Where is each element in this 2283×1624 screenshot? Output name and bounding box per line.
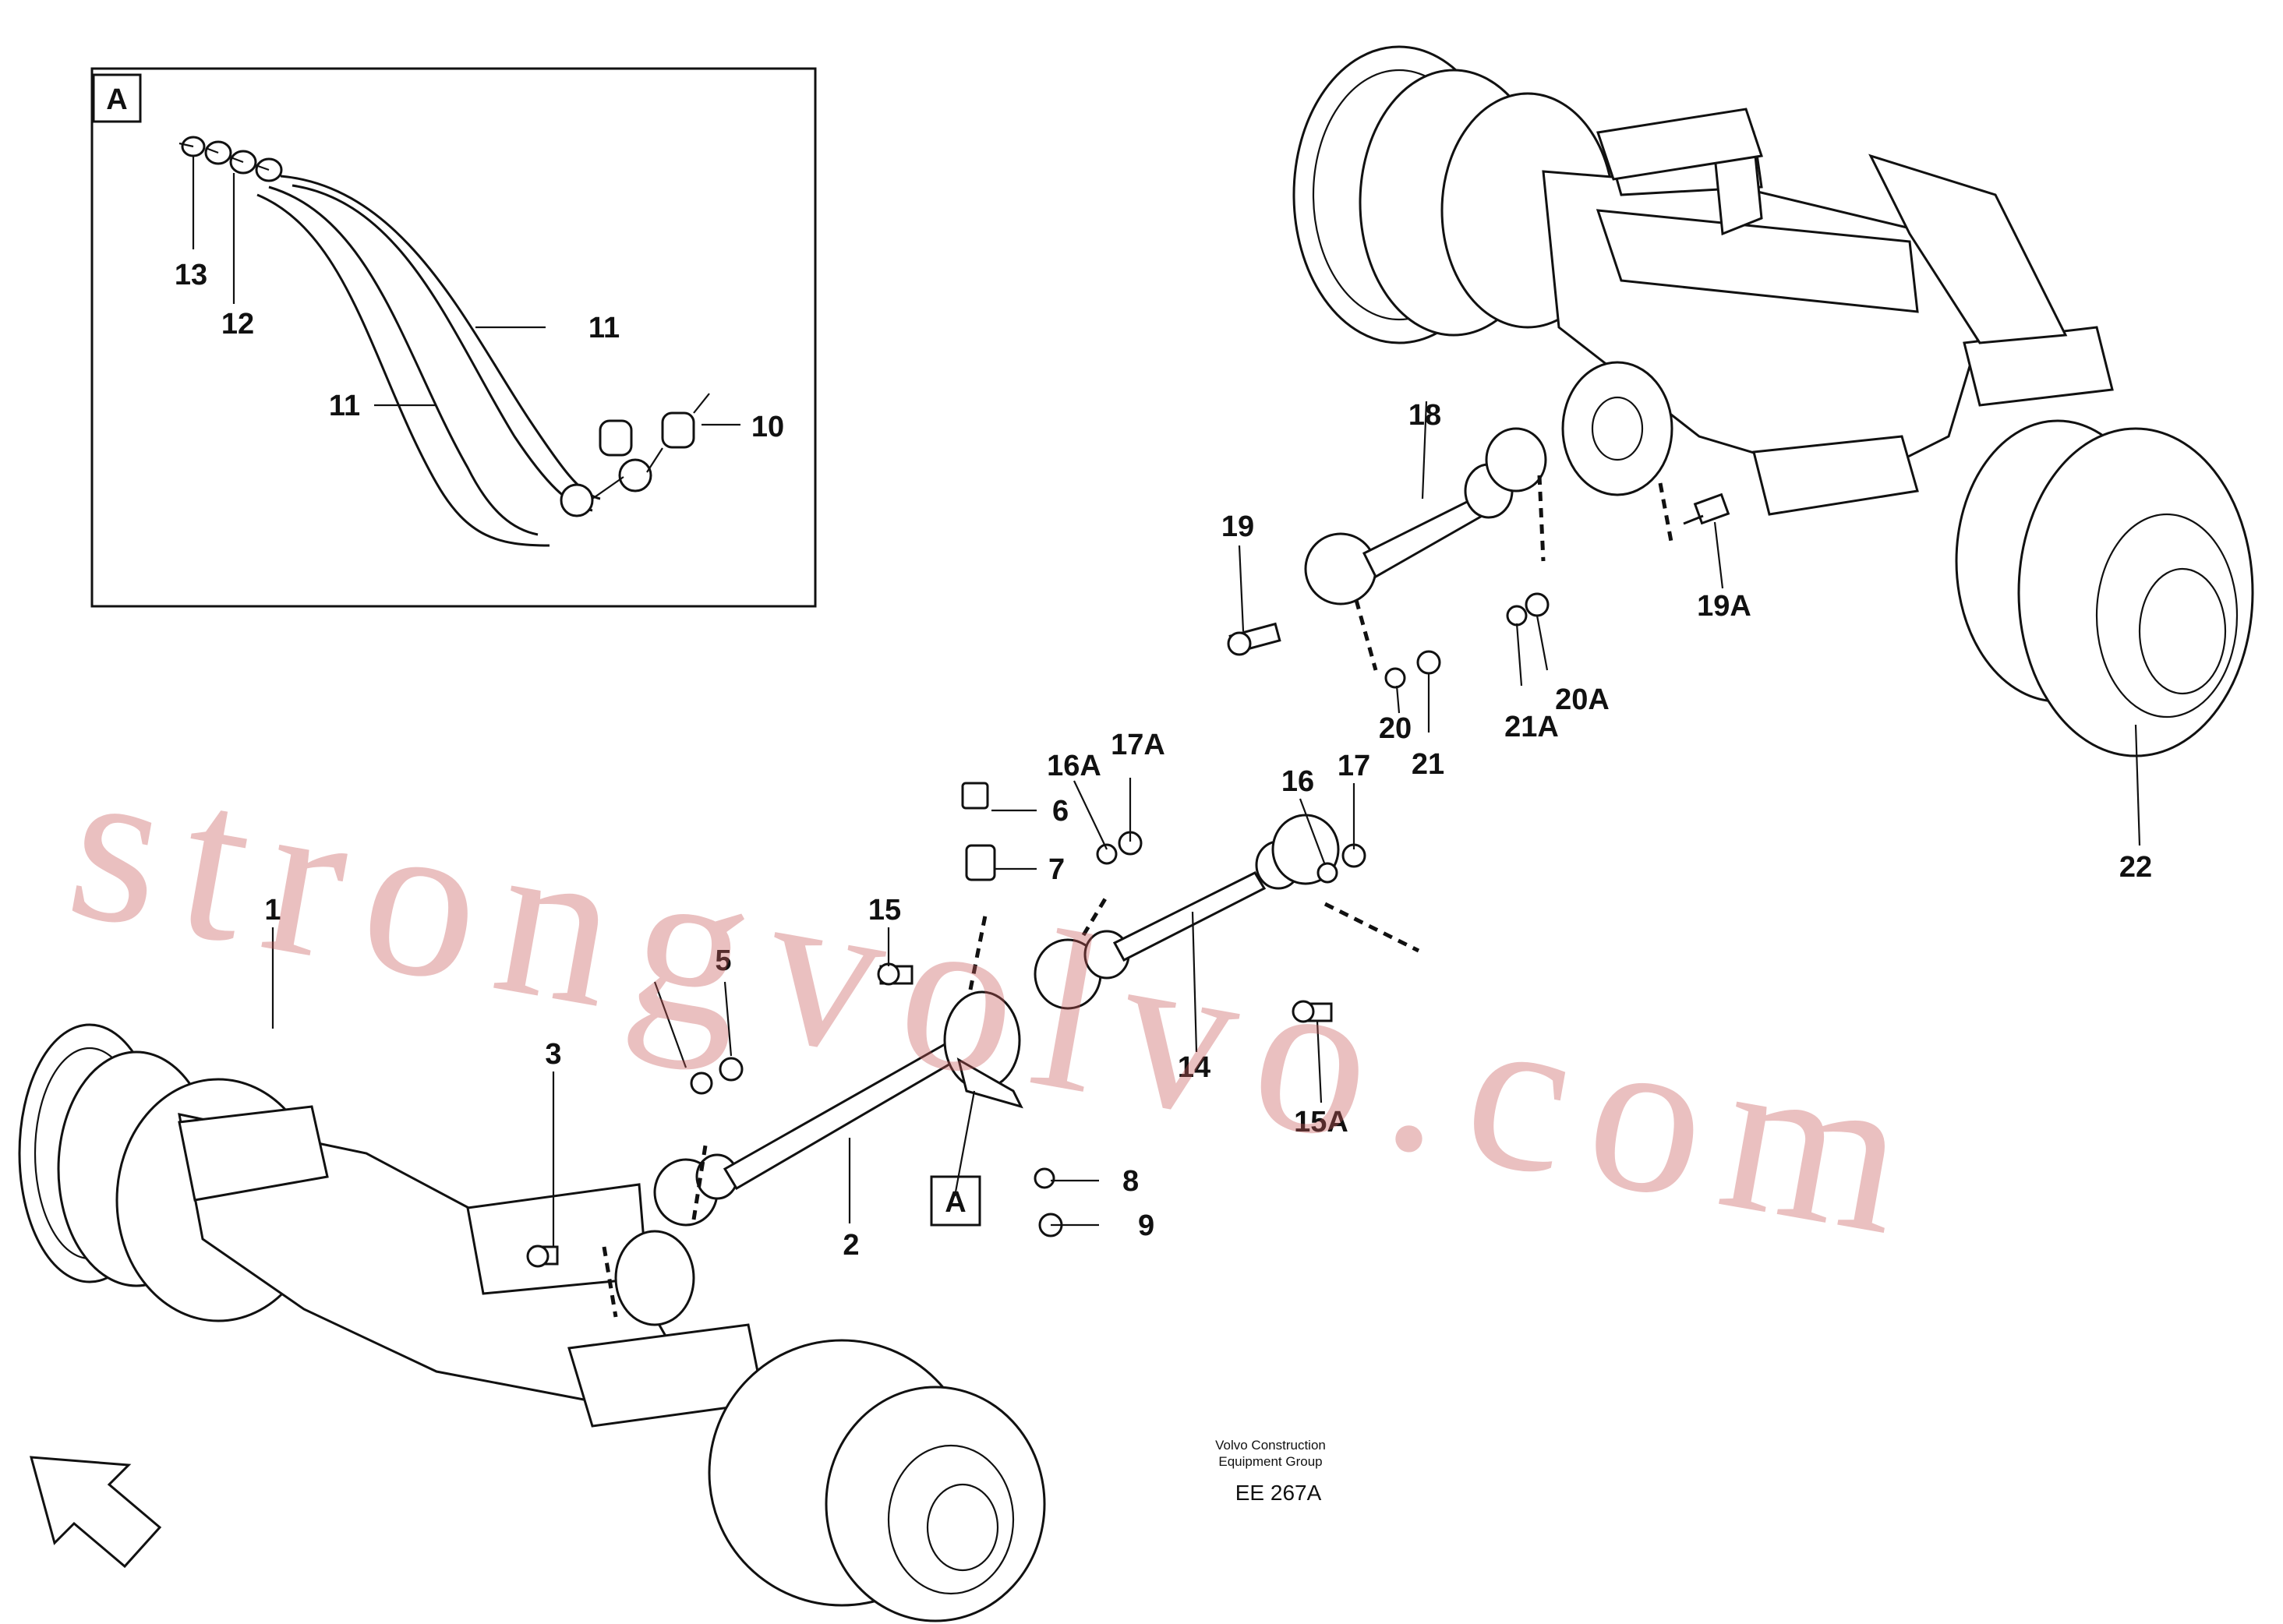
rear-propeller-shaft [1227,427,1550,689]
label-17A: 17A [1111,729,1165,761]
company-line-1: Volvo Construction [1215,1438,1326,1453]
bearing-tag: A [945,1186,966,1219]
hose-fittings-top [178,136,283,182]
hoses [256,175,601,547]
label-17: 17 [1338,750,1370,782]
label-16A: 16A [1047,750,1101,782]
label-5: 5 [715,944,731,977]
front-right-wheel-flange [825,1386,1046,1622]
label-15: 15 [868,894,901,927]
front-differential-flange [614,1230,695,1326]
label-22: 22 [2119,851,2152,884]
label-20: 20 [1379,712,1412,745]
part-labels: 1 2 3 5 6 7 8 9 14 15 15A 16 16A 17 17A … [264,399,2152,1262]
arrow-left-down-icon [29,1456,162,1569]
label-14: 14 [1178,1051,1210,1084]
label-16: 16 [1281,765,1314,798]
company-line-2: Equipment Group [1218,1454,1322,1469]
label-13: 13 [175,259,207,291]
label-12: 12 [221,308,254,341]
rear-mount-pad-center [1752,435,1919,516]
label-2: 2 [843,1229,859,1262]
label-7: 7 [1048,853,1065,886]
footer: Volvo Construction Equipment Group EE 26… [1215,1438,1326,1505]
label-8: 8 [1122,1165,1139,1198]
label-21A: 21A [1504,711,1559,743]
drawing-reference: EE 267A [1235,1481,1322,1505]
leader-lines [271,401,2141,1247]
label-3: 3 [545,1038,561,1071]
label-20A: 20A [1555,683,1610,716]
label-6: 6 [1052,795,1069,828]
rear-differential-flange [1561,361,1673,496]
label-15A: 15A [1294,1106,1348,1139]
rear-axle-assembly [1292,45,2254,757]
rear-mount-pad-left [1596,108,1763,181]
front-axle-assembly [18,1023,1046,1622]
hose-fittings-end [560,393,710,517]
detail-box-tag: A [106,83,127,116]
front-propeller-shaft [653,782,1420,1237]
bearing-callout-a: A [930,1175,981,1227]
detail-box-a: A 13 12 11 11 10 [90,67,817,608]
rear-right-wheel-flange [2017,427,2254,757]
label-21: 21 [1412,748,1444,781]
label-19: 19 [1221,510,1254,543]
label-18: 18 [1408,399,1441,432]
label-11-left: 11 [329,390,360,422]
label-10: 10 [751,411,784,443]
label-11-right: 11 [588,312,620,344]
label-9: 9 [1138,1209,1154,1242]
label-1: 1 [264,894,281,927]
label-19A: 19A [1697,590,1751,623]
